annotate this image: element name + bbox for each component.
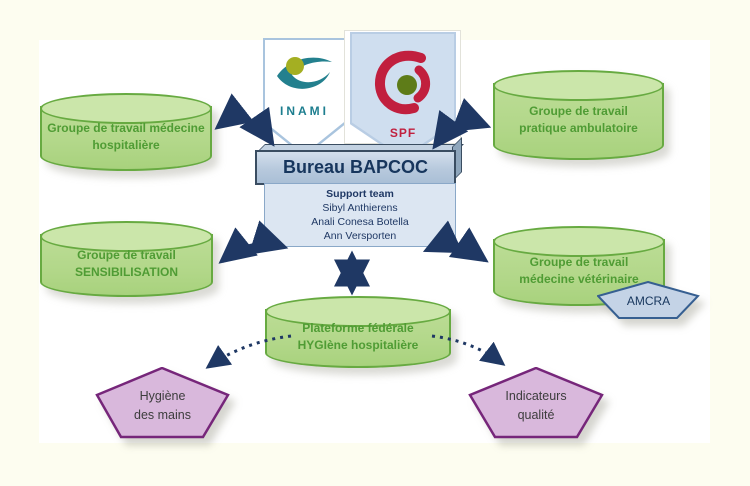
amcra-pentagon-shape (597, 281, 700, 319)
inami-label: INAMI (280, 104, 329, 118)
spf-logo-icon (375, 50, 431, 115)
spf-banner-arrow: SPF (350, 32, 456, 160)
pentagon-amcra: AMCRA (597, 281, 700, 319)
support-team-box: Support team Sibyl Anthierens Anali Cone… (264, 183, 456, 247)
spf-label: SPF (389, 126, 417, 140)
plateforme-hygiene-label: Plateforme fédérale HYGIène hospitalière (297, 320, 419, 352)
cylinder-top (493, 226, 665, 257)
support-member: Ann Versporten (323, 230, 397, 243)
pentagon-hygiene-des-mains: Hygiène des mains (95, 367, 230, 439)
medecine-hospitaliere-label: Groupe de travail médecine hospitalière (47, 120, 205, 152)
cylinder-top (493, 70, 664, 101)
pratique-ambulatoire-label: Groupe de travail pratique ambulatoire (519, 103, 638, 135)
cylinder-medecine-veterinaire: Groupe de travail médecine vétérinaire (493, 226, 665, 306)
support-heading: Support team (326, 187, 394, 200)
bureau-bapcoc-box: Bureau BAPCOC (255, 150, 456, 185)
support-member: Sibyl Anthierens (322, 201, 398, 214)
cylinder-pratique-ambulatoire: Groupe de travail pratique ambulatoire (493, 70, 664, 160)
support-member: Anali Conesa Botella (311, 216, 409, 228)
hygiene-des-mains-label: Hygiène des mains (134, 389, 191, 422)
cylinder-top (40, 93, 212, 124)
pentagon-indicateurs-qualite: Indicateurs qualité (468, 367, 604, 439)
cylinder-plateforme-hygiene: Plateforme fédérale HYGIène hospitalière (265, 296, 451, 368)
medecine-veterinaire-label: Groupe de travail médecine vétérinaire (519, 254, 639, 286)
inami-logo-icon (277, 57, 332, 89)
amcra-label: AMCRA (626, 294, 671, 308)
bureau-title: Bureau BAPCOC (282, 157, 429, 177)
hygiene-pentagon-shape (95, 367, 230, 439)
indicateurs-qualite-label: Indicateurs qualité (505, 389, 567, 422)
indicateurs-pentagon-shape (468, 367, 604, 439)
cylinder-top (265, 296, 451, 327)
cylinder-top (40, 221, 213, 252)
sensibilisation-label: Groupe de travail SENSIBILISATION (74, 247, 179, 279)
cylinder-sensibilisation: Groupe de travail SENSIBILISATION (40, 221, 213, 297)
cylinder-medecine-hospitaliere: Groupe de travail médecine hospitalière (40, 93, 212, 171)
inami-banner-arrow: INAMI (263, 38, 346, 157)
